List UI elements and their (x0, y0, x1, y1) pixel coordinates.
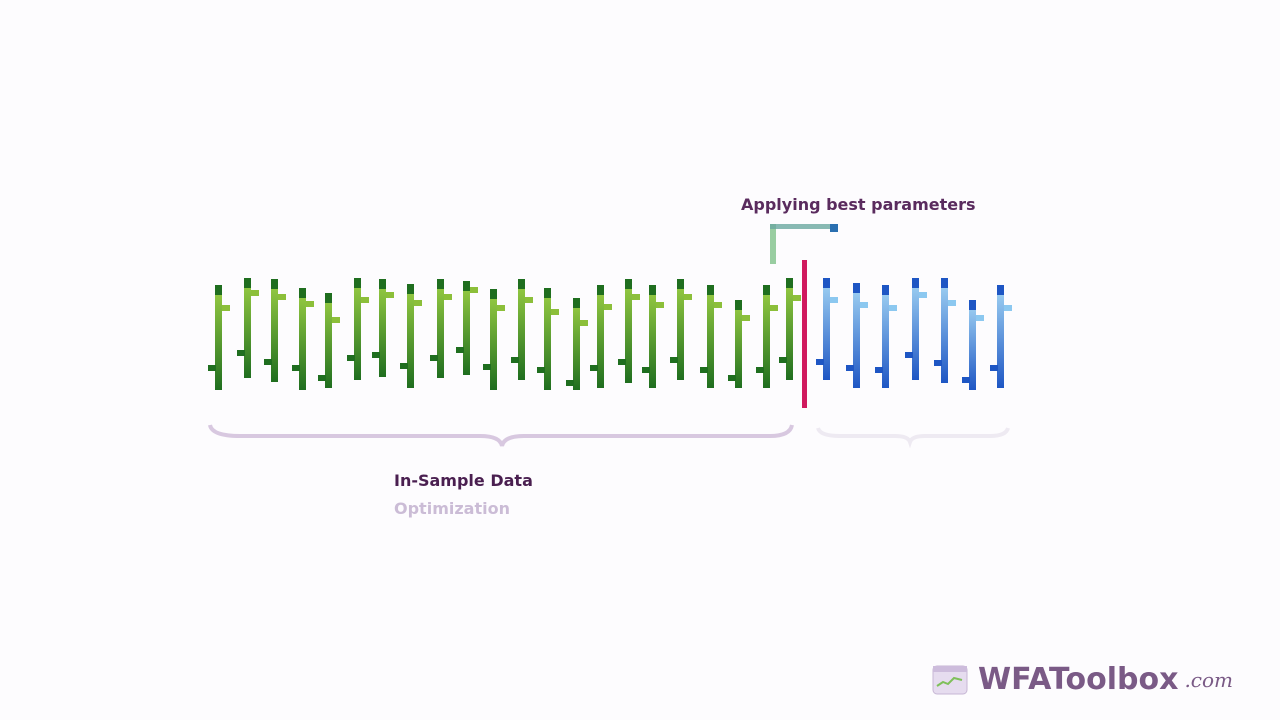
logo-suffix: .com (1184, 667, 1234, 692)
in-sample-bar (208, 285, 230, 390)
in-sample-bar (537, 288, 559, 390)
in-sample-bar (670, 279, 692, 380)
logo: WFAToolbox .com (932, 662, 1233, 697)
optimization-label: Optimization (394, 499, 510, 518)
in-sample-bar (292, 288, 314, 390)
out-of-sample-bar (875, 285, 897, 388)
in-sample-bar (728, 300, 750, 388)
in-sample-bar (237, 278, 259, 378)
in-sample-bar (590, 285, 612, 388)
in-sample-bar (483, 289, 505, 390)
parameter-arrow (770, 224, 838, 264)
in-sample-brace (208, 424, 794, 447)
out-of-sample-bar (962, 300, 984, 390)
in-sample-label: In-Sample Data (394, 471, 533, 490)
in-sample-bar (779, 278, 801, 380)
out-of-sample-bar (816, 278, 838, 380)
in-sample-bar (430, 279, 452, 378)
logo-text: WFAToolbox (978, 662, 1179, 697)
in-sample-bar (456, 281, 478, 375)
in-sample-bar (618, 279, 640, 383)
in-sample-bar (318, 293, 340, 388)
out-of-sample-bar (934, 278, 956, 383)
out-of-sample-bar (905, 278, 927, 380)
in-sample-bar (400, 284, 422, 388)
applying-best-parameters-label: Applying best parameters (741, 195, 976, 214)
in-sample-bar (347, 278, 369, 380)
in-sample-bar (372, 279, 394, 377)
in-sample-bar (264, 279, 286, 382)
chart-window-icon (932, 665, 968, 694)
in-sample-bar (700, 285, 722, 388)
out-of-sample-bar (990, 285, 1012, 388)
in-sample-bar (511, 279, 533, 380)
out-of-sample-brace (816, 427, 1010, 449)
out-of-sample-bar (846, 283, 868, 388)
in-sample-bar (642, 285, 664, 388)
in-sample-bar (566, 298, 588, 390)
divider-line (802, 260, 807, 408)
in-sample-bar (756, 285, 778, 388)
